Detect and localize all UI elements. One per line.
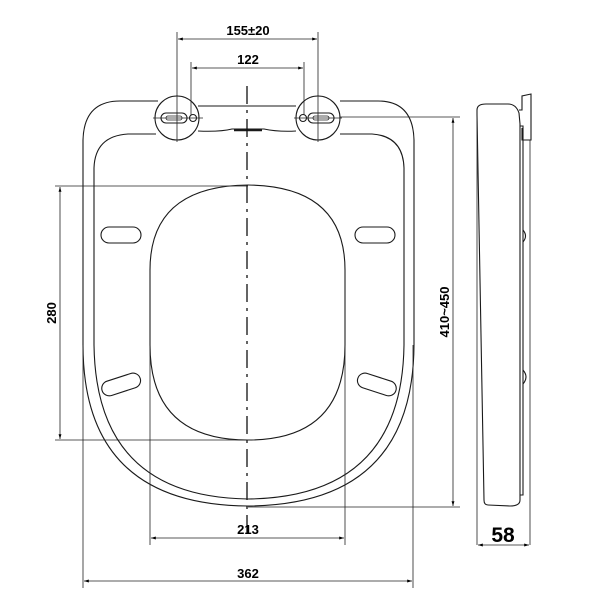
dim-label-362: 362: [237, 566, 259, 581]
bumper-slot-bottom-left: [101, 372, 142, 397]
dim-label-58: 58: [491, 524, 515, 547]
dim-opening-length: 280: [44, 185, 248, 441]
dim-label-122: 122: [237, 52, 259, 67]
bumper-slot-bottom-right: [356, 372, 397, 397]
bumper-slot-top-right: [354, 226, 396, 244]
dim-seat-length: 410~450: [248, 116, 460, 508]
seat-side-view: 58: [476, 93, 532, 547]
seat-inner-rim: [93, 133, 405, 500]
dim-hinge-inner: 122: [190, 52, 305, 115]
hinge-right: [294, 95, 342, 142]
hinge-left: [153, 95, 203, 142]
seat-top-view: [82, 100, 415, 507]
dim-label-155: 155±20: [226, 23, 269, 38]
dim-label-213: 213: [237, 522, 259, 537]
seat-outer-outline: [82, 100, 415, 507]
dim-label-280: 280: [44, 302, 59, 324]
dim-hinge-outer: 155±20: [176, 23, 319, 96]
bumper-slot-top-left: [100, 226, 142, 244]
dim-opening-width: 213: [149, 270, 346, 545]
dim-label-410-450: 410~450: [437, 287, 452, 338]
dim-seat-width: 362: [82, 345, 414, 588]
